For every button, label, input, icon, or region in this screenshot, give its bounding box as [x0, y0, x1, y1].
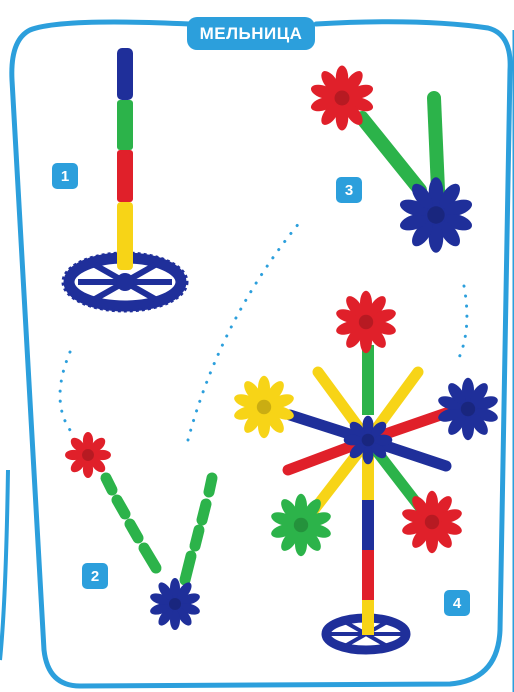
step-3-badge: 3: [336, 177, 362, 203]
step-3-model: [309, 66, 474, 253]
left-page-edge: [0, 470, 8, 660]
step-2-model: [65, 432, 212, 630]
step-4-badge: 4: [444, 590, 470, 616]
step-1-model: [63, 48, 187, 311]
card-title: МЕЛЬНИЦА: [187, 17, 315, 50]
step-1-badge: 1: [52, 163, 78, 189]
step-2-badge: 2: [82, 563, 108, 589]
